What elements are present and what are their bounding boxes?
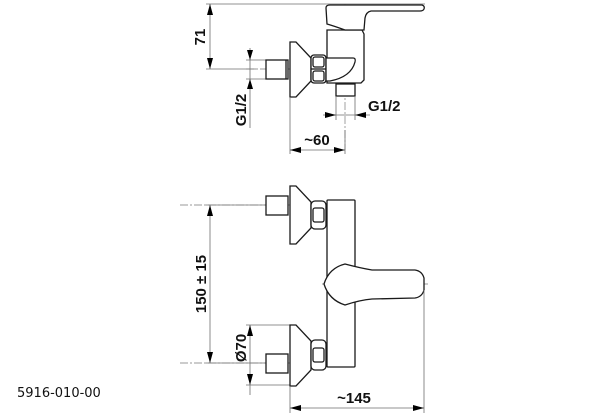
arrowhead — [247, 50, 253, 60]
arrowhead — [334, 147, 345, 153]
arrowhead — [207, 58, 213, 69]
lever-handle-front — [323, 263, 425, 306]
lower-rosette — [289, 324, 312, 387]
arrowhead — [355, 112, 366, 118]
hex-face — [312, 207, 325, 223]
arrowhead — [290, 405, 301, 411]
product-code: 5916-010-00 — [17, 386, 101, 401]
arrowhead — [247, 79, 253, 89]
arrowhead — [290, 147, 301, 153]
hex-face — [312, 56, 325, 68]
arrowhead — [325, 112, 336, 118]
dim-label-width: ~145 — [337, 390, 371, 407]
arrowhead — [207, 205, 213, 216]
outlet — [335, 83, 356, 97]
front-view: 150 ± 15 Ø70 ~145 — [180, 185, 428, 413]
spout — [325, 57, 356, 82]
dim-label-outlet-thread: G1/2 — [368, 98, 401, 115]
upper-rosette — [289, 185, 312, 245]
arrowhead — [413, 405, 424, 411]
arrowhead — [207, 352, 213, 363]
rosette — [289, 41, 312, 98]
arrowhead — [247, 374, 253, 385]
arrowhead — [247, 325, 253, 336]
hex-face — [312, 347, 325, 363]
lever-handle — [325, 4, 425, 31]
dim-label-rosette-diameter: Ø70 — [233, 334, 250, 362]
dim-label-depth: ~60 — [304, 132, 329, 149]
upper-inlet-pipe — [265, 195, 289, 216]
dim-label-71: 71 — [192, 29, 209, 46]
hex-face — [312, 70, 325, 82]
dim-label-inlet-thread: G1/2 — [233, 94, 250, 127]
lower-inlet-pipe — [265, 353, 289, 374]
side-view: 71 G1/2 G1/2 — [192, 3, 425, 154]
dim-label-spacing: 150 ± 15 — [193, 255, 210, 313]
inlet-pipe — [265, 59, 289, 80]
arrowhead — [207, 4, 213, 15]
